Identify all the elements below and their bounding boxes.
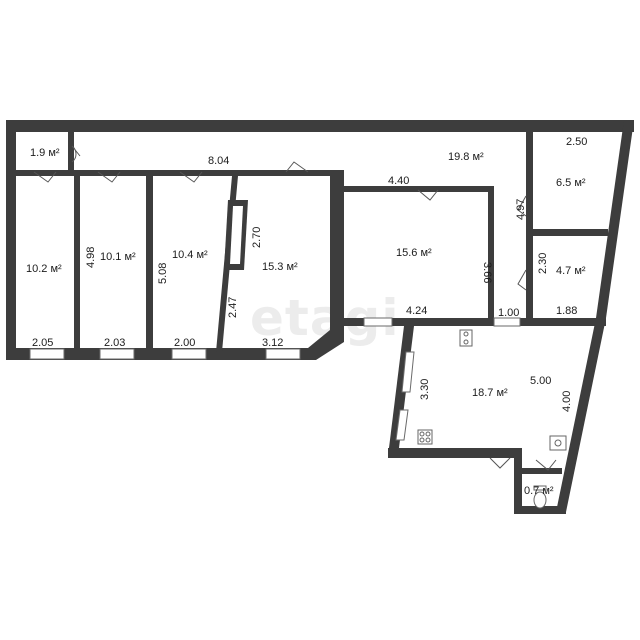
window-5 bbox=[363, 317, 393, 327]
door-kitchen bbox=[489, 457, 511, 469]
door-r5 bbox=[417, 189, 439, 201]
windows bbox=[29, 317, 521, 441]
dim-corridor: 8.04 bbox=[208, 155, 229, 167]
window-8 bbox=[395, 409, 409, 441]
room-area-10-4: 10.4 м² bbox=[172, 249, 208, 261]
wall-right-slant-lower bbox=[556, 318, 606, 512]
wall-15-6-top bbox=[344, 186, 494, 192]
room-area-6-5: 6.5 м² bbox=[556, 177, 586, 189]
dim-4-7-w: 1.88 bbox=[556, 305, 577, 317]
wall-closet bbox=[68, 132, 74, 172]
room-area-4-7: 4.7 м² bbox=[556, 265, 586, 277]
wall-6-5-bottom bbox=[530, 229, 608, 236]
wall-div-2 bbox=[146, 172, 153, 352]
window-6 bbox=[493, 317, 521, 327]
dim-6-5-w: 2.50 bbox=[566, 136, 587, 148]
dim-4-7-h: 2.30 bbox=[537, 253, 549, 274]
fixtures bbox=[417, 329, 567, 509]
dim-kitchen-w: 5.00 bbox=[530, 375, 551, 387]
room-area-19-8: 19.8 м² bbox=[448, 151, 484, 163]
wall-wc-top bbox=[518, 468, 562, 474]
door-r4 bbox=[285, 161, 309, 173]
room-area-15-6: 15.6 м² bbox=[396, 247, 432, 259]
door-r2 bbox=[97, 171, 121, 183]
door-r3 bbox=[179, 171, 203, 183]
door-r6 bbox=[517, 195, 527, 217]
wall-bottom-left bbox=[6, 348, 316, 360]
wall-left bbox=[6, 120, 16, 360]
room-area-1-9: 1.9 м² bbox=[30, 147, 60, 159]
dim-15-3-h-a: 2.70 bbox=[251, 227, 263, 248]
wall-15-6-bottom bbox=[344, 318, 494, 326]
doors bbox=[33, 145, 557, 471]
dim-10-4-w: 2.00 bbox=[174, 337, 195, 349]
wall-15-6-right bbox=[488, 186, 494, 324]
dim-kitchen-h: 3.30 bbox=[419, 379, 431, 400]
wall-corridor-line bbox=[6, 170, 344, 176]
dim-15-3-w: 3.12 bbox=[262, 337, 283, 349]
dim-15-6-bottom: 4.24 bbox=[406, 305, 427, 317]
wall-top bbox=[6, 120, 634, 132]
toilet-icon bbox=[533, 491, 547, 509]
dim-10-2-w: 2.05 bbox=[32, 337, 53, 349]
dim-10-1-w: 2.03 bbox=[104, 337, 125, 349]
room-area-18-7: 18.7 м² bbox=[472, 387, 508, 399]
window-1 bbox=[29, 348, 65, 360]
wall-wc-bottom bbox=[514, 506, 566, 514]
door-wc bbox=[535, 459, 557, 471]
room-area-0-7: 0.7 м² bbox=[524, 485, 554, 497]
room-labels: 1.9 м² 19.8 м² 6.5 м² 10.2 м² 10.1 м² 10… bbox=[26, 147, 586, 497]
door-closet bbox=[71, 145, 81, 163]
wall-4-7-bottom bbox=[494, 318, 606, 326]
wall-6-5-left bbox=[526, 130, 533, 326]
dim-15-6-h: 3.66 bbox=[481, 262, 493, 283]
stove-icon bbox=[459, 329, 473, 347]
window-4 bbox=[265, 348, 301, 360]
room-area-10-1: 10.1 м² bbox=[100, 251, 136, 263]
door-r1 bbox=[33, 171, 57, 183]
wall-wc-left bbox=[514, 448, 522, 514]
window-3 bbox=[171, 348, 207, 360]
dim-kitchen-right: 4.00 bbox=[561, 391, 573, 412]
dim-gap: 1.00 bbox=[498, 307, 519, 319]
dim-6-5-h: 4.97 bbox=[515, 199, 527, 220]
room-area-10-2: 10.2 м² bbox=[26, 263, 62, 275]
dim-10-1-h: 4.98 bbox=[85, 247, 97, 268]
cooktop-icon bbox=[417, 429, 433, 445]
dim-15-3-h-b: 2.47 bbox=[227, 297, 239, 318]
room-area-15-3: 15.3 м² bbox=[262, 261, 298, 273]
door-r7 bbox=[517, 269, 527, 291]
window-7 bbox=[401, 351, 415, 393]
dimension-labels: 8.04 2.50 4.40 4.24 1.00 1.88 2.05 2.03 … bbox=[32, 136, 587, 412]
wall-div-1 bbox=[74, 172, 80, 352]
wall-15-3-right bbox=[330, 172, 344, 342]
dim-10-4-h: 5.08 bbox=[157, 263, 169, 284]
walls bbox=[6, 120, 634, 514]
wall-right-slant bbox=[596, 120, 634, 318]
wall-kitchen-bottom bbox=[388, 448, 518, 458]
dim-15-6-top: 4.40 bbox=[388, 175, 409, 187]
window-2 bbox=[99, 348, 135, 360]
